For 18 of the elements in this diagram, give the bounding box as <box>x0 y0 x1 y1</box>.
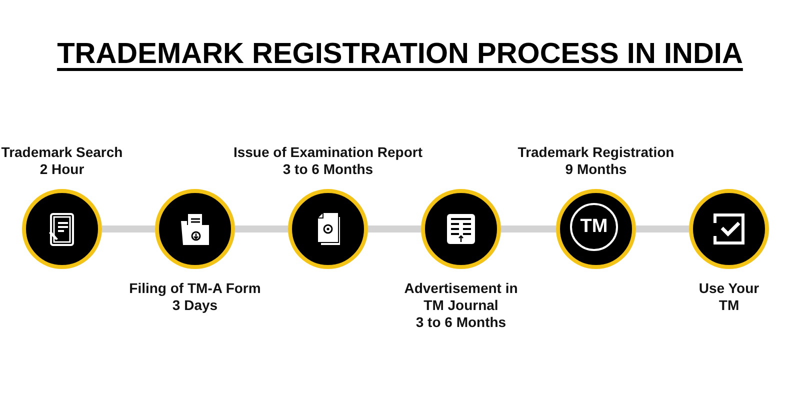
step-label: Issue of Examination Report <box>232 144 424 161</box>
tm-label: TM <box>570 203 618 251</box>
connector-bar <box>501 226 556 232</box>
step-label: Use Your TM <box>698 280 760 314</box>
step-label: Trademark Registration <box>516 144 676 161</box>
title: TRADEMARK REGISTRATION PROCESS IN INDIA <box>57 38 743 70</box>
duration-label: 3 to 6 Months <box>414 314 508 331</box>
step-label: Trademark Search <box>0 144 124 161</box>
step-label: Advertisement in TM Journal <box>403 280 519 314</box>
step-label: Filing of TM-A Form <box>128 280 262 297</box>
duration-label: 9 Months <box>564 161 628 178</box>
connector-bar <box>368 226 421 232</box>
duration-label: 2 Hour <box>38 161 86 178</box>
duration-label: 3 to 6 Months <box>282 161 374 178</box>
connector-bar <box>636 226 689 232</box>
connector-bar <box>102 226 155 232</box>
connector-bar <box>235 226 288 232</box>
duration-label: 3 Days <box>171 297 219 314</box>
